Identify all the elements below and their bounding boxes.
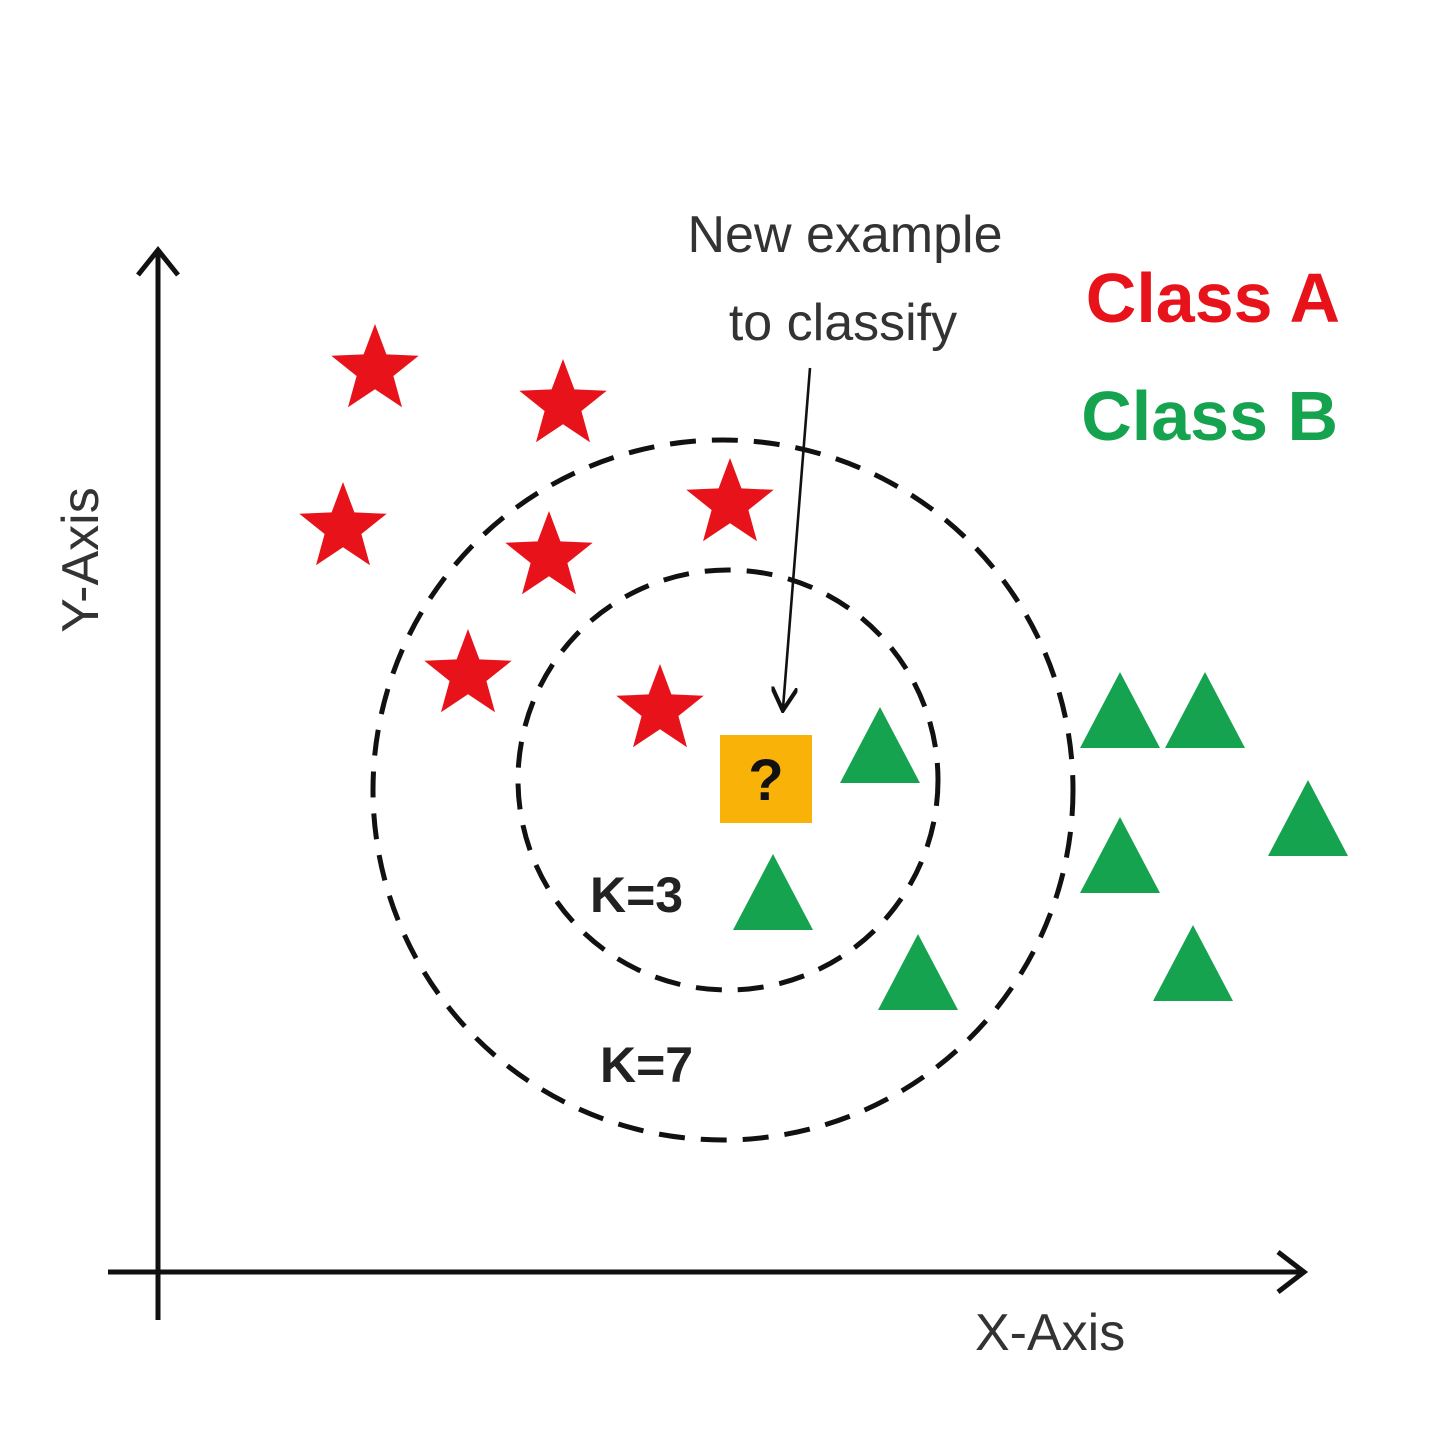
- star-icon: [519, 359, 607, 443]
- y-axis-label: Y-Axis: [52, 487, 110, 632]
- axes: X-Axis Y-Axis: [52, 245, 1309, 1362]
- callout-line-2: to classify: [729, 294, 957, 352]
- triangle-icon: [1153, 925, 1233, 1001]
- triangle-icon: [733, 854, 813, 930]
- triangle-icon: [878, 934, 958, 1010]
- callout-arrow: [783, 367, 812, 708]
- star-icon: [616, 664, 704, 748]
- query-mark: ?: [748, 748, 783, 813]
- callout: New example to classify: [687, 206, 1003, 708]
- new-example-point: ?: [720, 735, 812, 823]
- x-axis-label: X-Axis: [975, 1304, 1125, 1362]
- k7-label: K=7: [600, 1037, 693, 1093]
- question-mark-icon: [720, 735, 812, 823]
- legend-class-a: Class A: [1086, 259, 1340, 337]
- legend: Class A Class B: [1081, 259, 1340, 455]
- triangle-icon: [1165, 672, 1245, 748]
- star-icon: [331, 324, 419, 408]
- star-icon: [299, 482, 387, 566]
- class-b-points: [733, 672, 1348, 1010]
- k3-label: K=3: [590, 867, 683, 923]
- triangle-icon: [1080, 817, 1160, 893]
- star-icon: [505, 511, 593, 595]
- x-axis-arrowhead: [1276, 1250, 1309, 1294]
- triangle-icon: [1268, 780, 1348, 856]
- star-icon: [686, 458, 774, 542]
- callout-line-1: New example: [687, 206, 1002, 264]
- legend-class-b: Class B: [1081, 377, 1338, 455]
- k-circles: K=3 K=7: [370, 437, 1076, 1143]
- class-a-points: [299, 324, 774, 748]
- inner-circle-k3: [515, 567, 941, 993]
- y-axis-arrowhead: [136, 245, 180, 277]
- triangle-icon: [840, 707, 920, 783]
- outer-circle-k7: [370, 437, 1076, 1143]
- star-icon: [424, 629, 512, 713]
- triangle-icon: [1080, 672, 1160, 748]
